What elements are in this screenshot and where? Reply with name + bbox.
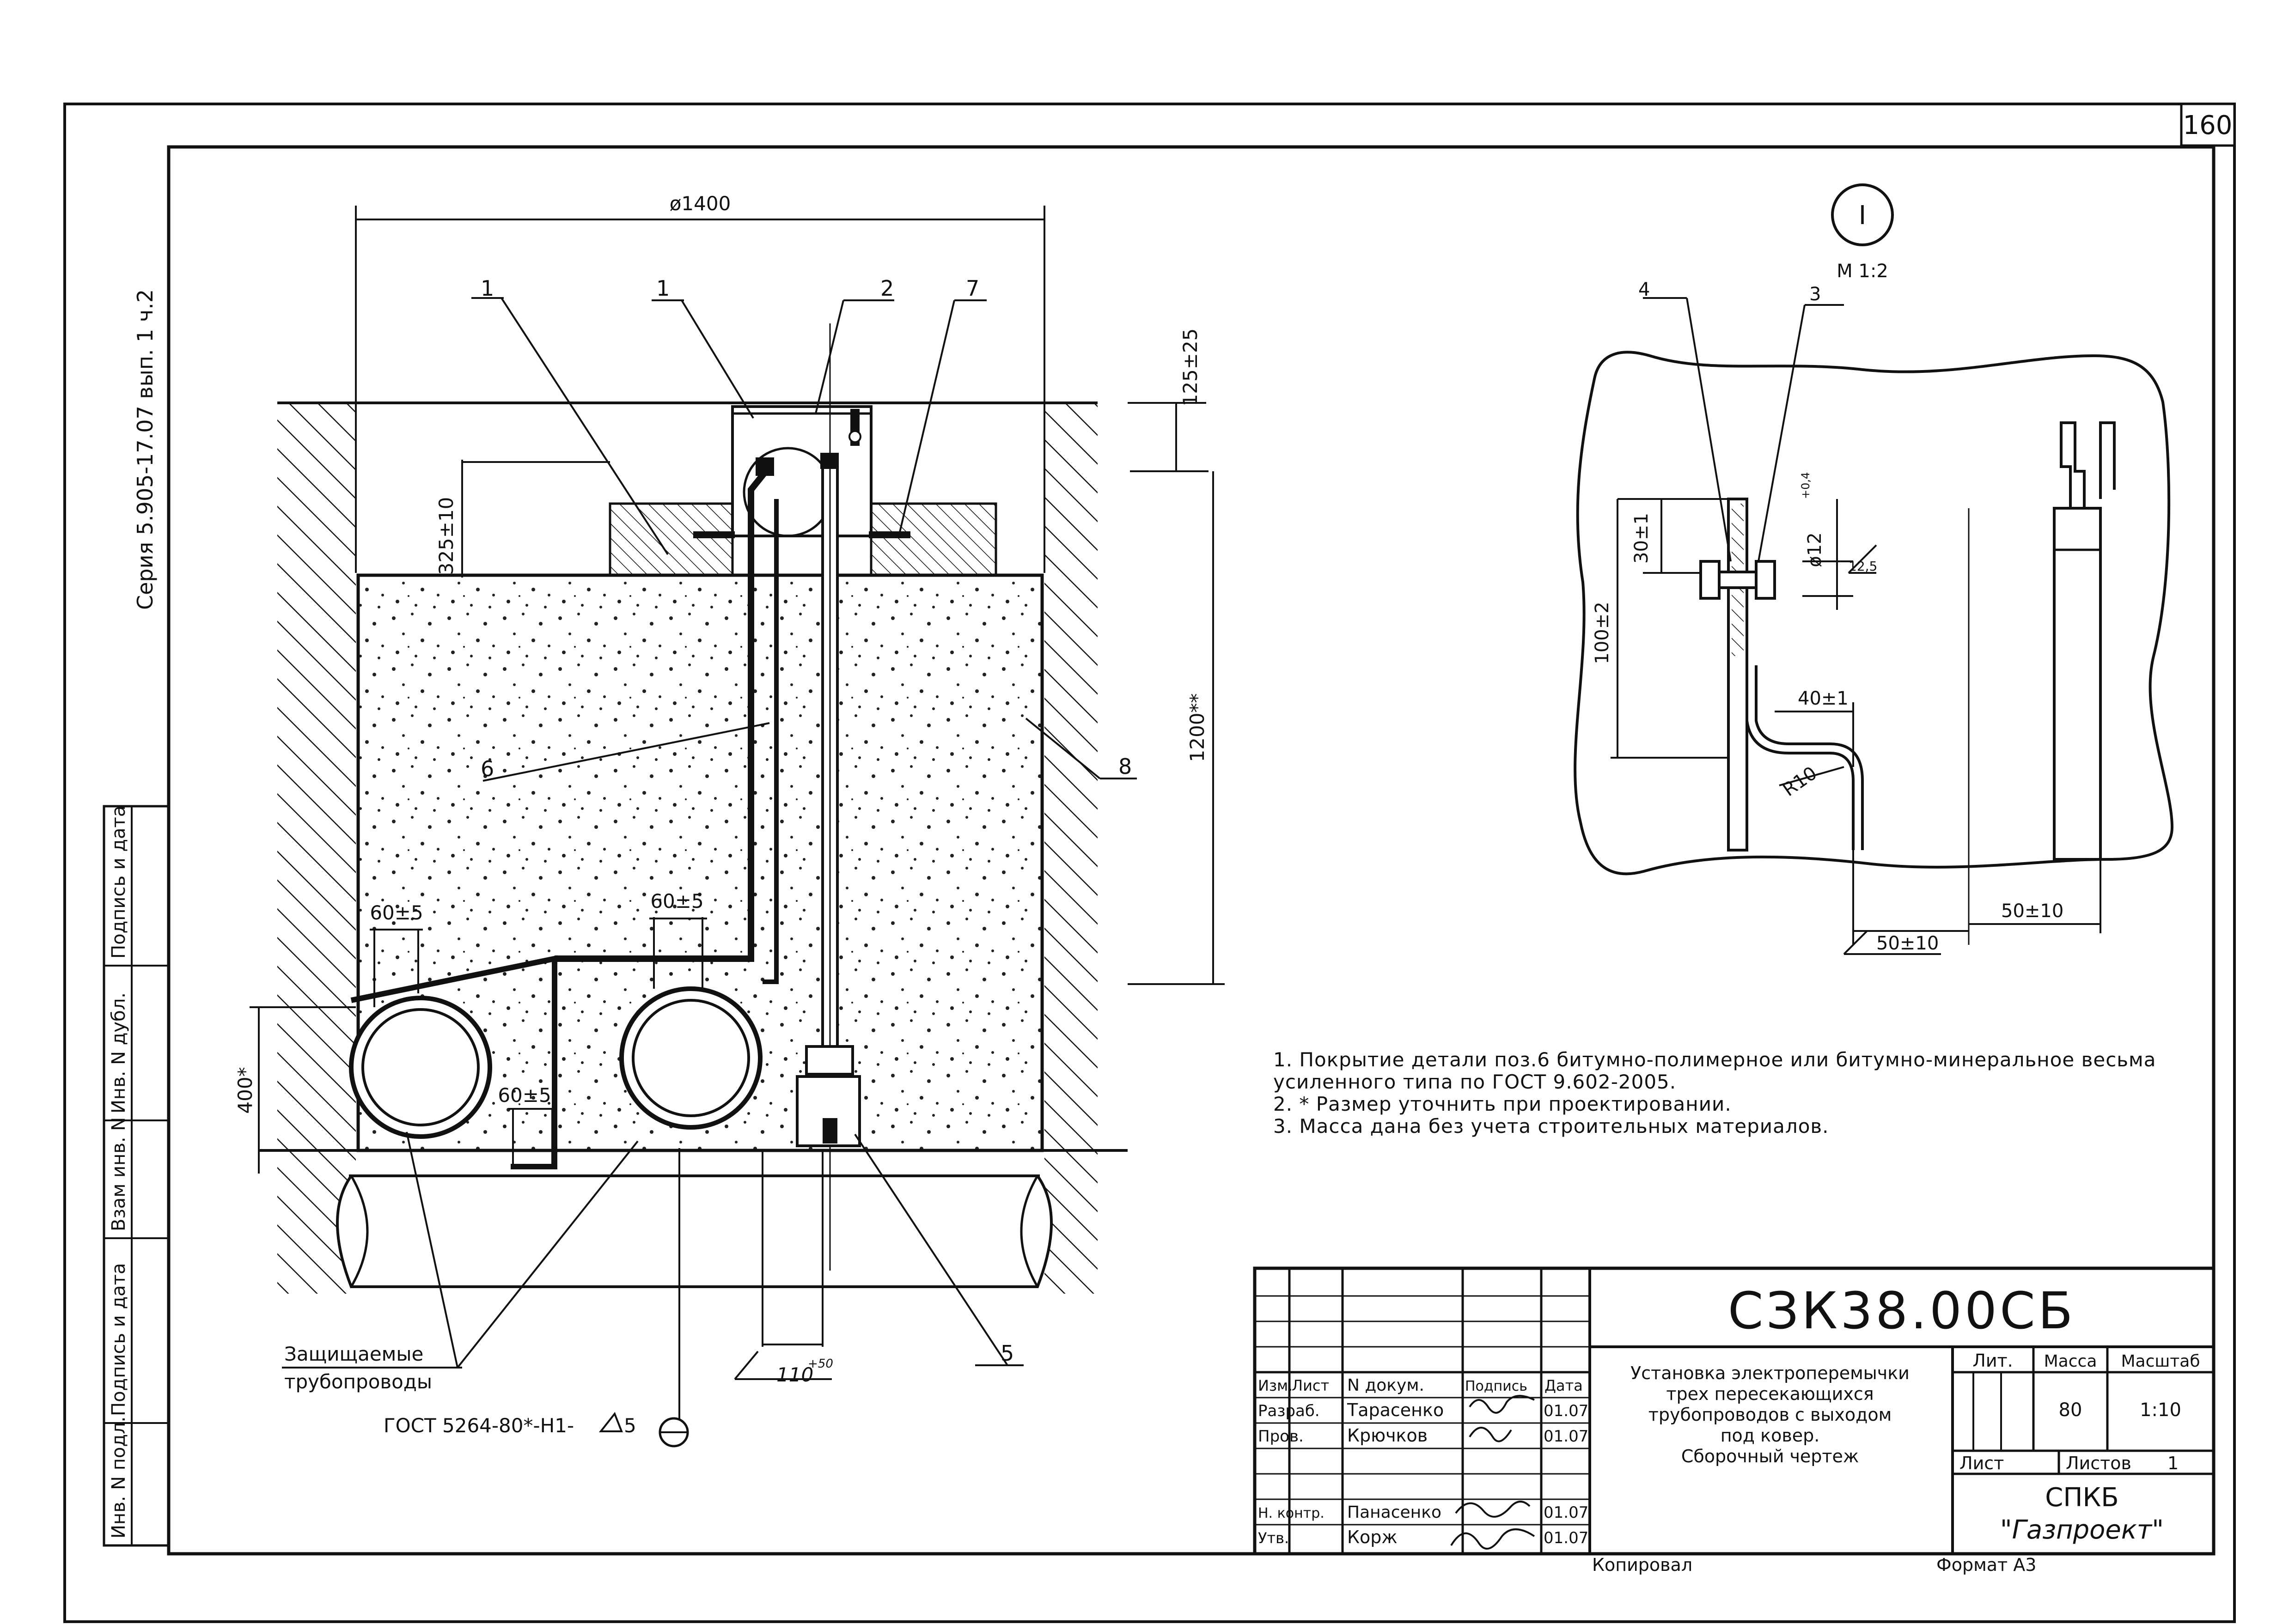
dim-hole: ø12 bbox=[1804, 532, 1825, 567]
series-label: Серия 5.905-17.07 вып. 1 ч.2 bbox=[133, 289, 158, 610]
footer-format: Формат А3 bbox=[1936, 1555, 2036, 1575]
detail-callout-4: 4 bbox=[1638, 279, 1650, 300]
dim-110: 110 bbox=[776, 1363, 813, 1386]
detail-callout-3: 3 bbox=[1809, 284, 1821, 305]
scale-value: 1:10 bbox=[2140, 1399, 2181, 1421]
dim-400: 400* bbox=[234, 1067, 256, 1113]
stamp-inv-podl: Инв. N подл. bbox=[108, 1417, 129, 1539]
stamp-podpis-2: Подпись и дата bbox=[108, 806, 129, 959]
detail-marker: I bbox=[1859, 201, 1867, 231]
dim-60-c: 60±5 bbox=[498, 1084, 551, 1107]
designation: СЗК38.00СБ bbox=[1728, 1281, 2076, 1340]
callout-6: 6 bbox=[481, 756, 494, 781]
callout-8: 8 bbox=[1118, 754, 1132, 779]
dim-hole-tolerance: +0,4 bbox=[1799, 472, 1812, 499]
name-prov: Крючков bbox=[1347, 1425, 1428, 1446]
dim-30: 30±1 bbox=[1631, 513, 1652, 564]
note-line-1: 1. Покрытие детали поз.6 битумно-полимер… bbox=[1273, 1048, 2156, 1071]
weld-size: 5 bbox=[624, 1414, 636, 1437]
dim-50-a: 50±10 bbox=[2001, 900, 2063, 922]
lit-label: Лит. bbox=[1972, 1350, 2013, 1371]
weld-label: ГОСТ 5264-80*-Н1- bbox=[384, 1414, 574, 1437]
role-utv: Утв. bbox=[1258, 1529, 1289, 1547]
sheets-value: 1 bbox=[2167, 1453, 2179, 1473]
title-line-1: Установка электроперемычки bbox=[1630, 1363, 1910, 1383]
callout-5: 5 bbox=[1001, 1341, 1014, 1366]
sheet-number: 160 bbox=[2183, 110, 2233, 140]
notes: 1. Покрытие детали поз.6 битумно-полимер… bbox=[1273, 1049, 2197, 1137]
radius: R10 bbox=[1779, 762, 1821, 801]
title-line-4: под ковер. bbox=[1721, 1425, 1820, 1446]
weld-triangle-icon bbox=[598, 1412, 623, 1432]
dim-50-b: 50±10 bbox=[1876, 933, 1939, 954]
detail-view: I М 1:2 bbox=[1574, 183, 2174, 945]
dim-100: 100±2 bbox=[1592, 602, 1613, 664]
sheet-label: Лист bbox=[1959, 1453, 2004, 1473]
main-dimensions bbox=[250, 206, 1225, 1380]
title-line-3: трубопроводов с выходом bbox=[1648, 1405, 1892, 1425]
note-line-2: усиленного типа по ГОСТ 9.602-2005. bbox=[1273, 1071, 1677, 1093]
org-line-2: "Газпроект" bbox=[2000, 1515, 2164, 1545]
callout-1a: 1 bbox=[481, 276, 494, 301]
col-podpis: Подпись bbox=[1465, 1378, 1527, 1394]
dim-diameter: ø1400 bbox=[670, 192, 731, 215]
col-data: Дата bbox=[1544, 1377, 1583, 1394]
col-list: Лист bbox=[1292, 1377, 1329, 1394]
title-block-text: СЗК38.00СБ Установка электроперемычки тр… bbox=[1258, 1281, 2200, 1550]
stamp-podpis-1: Подпись и дата bbox=[108, 1263, 129, 1416]
dim-125: 125±25 bbox=[1179, 328, 1202, 407]
date-utv: 01.07 bbox=[1544, 1529, 1588, 1547]
title-block bbox=[1253, 1266, 2216, 1556]
title-line-5: Сборочный чертеж bbox=[1681, 1446, 1859, 1466]
dim-1200: 1200** bbox=[1186, 693, 1209, 762]
role-nkontr: Н. контр. bbox=[1258, 1505, 1325, 1521]
note-line-4: 3. Масса дана без учета строительных мат… bbox=[1273, 1115, 1829, 1137]
name-razrab: Тарасенко bbox=[1347, 1400, 1444, 1420]
detail-marker-circle bbox=[1831, 183, 1894, 246]
main-section-view bbox=[259, 323, 1128, 1448]
mass-value: 80 bbox=[2059, 1399, 2082, 1421]
pipes-label-2: трубопроводы bbox=[284, 1370, 432, 1393]
date-razrab: 01.07 bbox=[1544, 1402, 1588, 1420]
date-prov: 01.07 bbox=[1544, 1427, 1588, 1446]
dim-325: 325±10 bbox=[435, 497, 458, 575]
dim-60-b: 60±5 bbox=[650, 890, 703, 912]
date-nkontr: 01.07 bbox=[1544, 1503, 1588, 1522]
sheets-label: Листов bbox=[2066, 1453, 2131, 1473]
dim-40: 40±1 bbox=[1798, 688, 1849, 709]
mass-label: Масса bbox=[2044, 1352, 2097, 1371]
pipes-label-1: Защищаемые bbox=[284, 1343, 423, 1365]
role-prov: Пров. bbox=[1258, 1427, 1304, 1446]
col-izm: Изм. bbox=[1258, 1377, 1293, 1394]
title-line-2: трех пересекающихся bbox=[1666, 1384, 1874, 1404]
stamp-vzam-inv: Взам инв. N bbox=[108, 1117, 129, 1231]
dim-110-tolerance: +50 bbox=[808, 1357, 833, 1371]
roughness: 12,5 bbox=[1849, 559, 1877, 574]
callout-7: 7 bbox=[966, 276, 979, 301]
col-ndok: N докум. bbox=[1347, 1376, 1424, 1395]
footer-copied: Копировал bbox=[1592, 1555, 1692, 1575]
signatures-icon bbox=[1450, 1395, 1535, 1550]
stamp-inv-dubl: Инв. N дубл. bbox=[108, 992, 129, 1113]
name-utv: Корж bbox=[1347, 1527, 1398, 1547]
dim-60-a: 60±5 bbox=[370, 901, 423, 924]
callout-1b: 1 bbox=[656, 276, 670, 301]
name-nkontr: Панасенко bbox=[1347, 1503, 1441, 1522]
callout-2: 2 bbox=[880, 276, 894, 301]
detail-dimensions bbox=[1611, 297, 2101, 955]
scale-label: Масштаб bbox=[2121, 1352, 2200, 1371]
sheet-number-box bbox=[2180, 103, 2236, 147]
role-razrab: Разраб. bbox=[1258, 1402, 1320, 1420]
note-line-3: 2. * Размер уточнить при проектировании. bbox=[1273, 1093, 1732, 1115]
outer-frame bbox=[63, 103, 2236, 1623]
detail-labels: 4 3 30±1 100±2 ø12 +0,4 12,5 40±1 R10 50… bbox=[1592, 279, 2063, 954]
side-stamp: Инв. N подл. Подпись и дата Взам инв. N … bbox=[103, 805, 170, 1547]
main-labels: ø1400 325±10 125±25 1200** 400* 60±5 60±… bbox=[234, 192, 1209, 1437]
org-line-1: СПКБ bbox=[2045, 1483, 2118, 1513]
detail-scale: М 1:2 bbox=[1837, 261, 1888, 282]
